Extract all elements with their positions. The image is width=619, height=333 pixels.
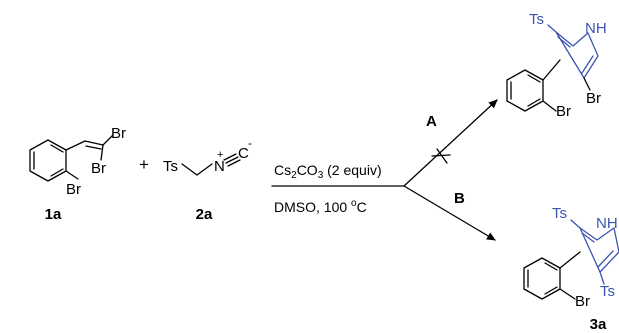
pyrrole-double-bond	[557, 36, 571, 48]
nh-label: NH	[596, 215, 618, 232]
compound-id-3a: 3a	[590, 316, 607, 333]
pyrrole-ring	[555, 31, 599, 79]
solvent-temperature-text: DMSO, 100 oC	[274, 198, 367, 215]
c-ts-bond	[570, 219, 581, 229]
c-br-bond	[102, 134, 114, 146]
vinyl-bond	[65, 140, 86, 151]
c-c-double-bond	[84, 140, 104, 146]
isocyanide-triple-bond	[223, 153, 237, 161]
pyrrole-double-bond	[581, 55, 594, 74]
aryl-pyrrole-bond	[542, 59, 561, 81]
tosyl-label: Ts	[163, 158, 178, 175]
c-br-bond	[100, 144, 104, 161]
tosyl-label: Ts	[529, 11, 544, 28]
pyrrole-double-bond	[581, 232, 595, 243]
tosyl-label: Ts	[600, 283, 615, 300]
pyrrole-ring	[579, 227, 619, 273]
c-ts-bond	[599, 271, 605, 285]
minus-charge: -	[248, 136, 252, 150]
c-br-bond	[583, 77, 591, 91]
carbon-label: C	[238, 145, 249, 162]
aromatic-double-bond	[50, 144, 64, 153]
c-c-double-bond-second	[85, 145, 102, 150]
aryl-br-bond	[542, 100, 557, 112]
pathway-b-arrow	[403, 185, 496, 241]
product-pathway-a: Ts NH Br Br	[506, 11, 607, 120]
aromatic-double-bond	[527, 74, 541, 83]
pyrrole-double-bond	[597, 250, 614, 268]
nh-label: NH	[585, 20, 607, 37]
nitrogen-label: N	[214, 158, 225, 175]
aryl-pyrrole-bond	[559, 251, 581, 269]
aryl-br-bond	[559, 288, 576, 300]
aromatic-double-bond	[50, 168, 64, 177]
aromatic-double-bond	[544, 262, 558, 271]
tosyl-label: Ts	[552, 205, 567, 222]
plus-charge: +	[217, 149, 223, 161]
bromine-label: Br	[111, 125, 126, 142]
bromine-label: Br	[575, 293, 590, 310]
bromine-label: Br	[556, 103, 571, 120]
benzene-ring-1a	[29, 139, 67, 182]
benzene-ring	[523, 257, 561, 300]
crossed-out-mark	[431, 154, 451, 157]
plus-sign: +	[139, 155, 149, 174]
reagent-text: Cs2CO3 (2 equiv)	[274, 162, 382, 181]
isocyanide-triple-bond	[227, 159, 241, 167]
pathway-b-label: B	[454, 190, 465, 207]
ch2-n-bond	[196, 163, 213, 176]
compound-2a: Ts N + C - 2a	[163, 136, 252, 223]
bromine-label: Br	[91, 160, 106, 177]
pathway-a-label: A	[426, 113, 437, 130]
isocyanide-triple-bond	[225, 156, 239, 164]
pathway-a-arrow	[403, 99, 498, 187]
benzene-ring	[506, 69, 544, 112]
bromine-label: Br	[66, 181, 81, 198]
compound-1a: Br Br Br 1a	[29, 125, 126, 223]
reaction-conditions: Cs2CO3 (2 equiv) DMSO, 100 oC	[271, 162, 405, 215]
compound-id-1a: 1a	[45, 206, 62, 223]
aromatic-double-bond	[544, 286, 558, 295]
bromine-label: Br	[586, 90, 601, 107]
product-3a: Ts NH Ts Br 3a	[523, 205, 619, 333]
c-ts-bond	[547, 24, 557, 33]
compound-id-2a: 2a	[196, 206, 213, 223]
aromatic-double-bond	[527, 98, 541, 107]
ts-ch2-bond	[181, 163, 198, 176]
aryl-br-bond	[65, 170, 79, 180]
